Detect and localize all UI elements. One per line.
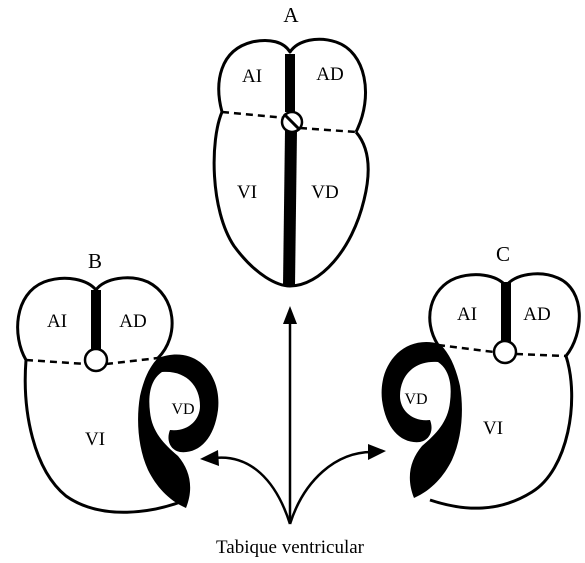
- heart-b-left-ventricle-label: VI: [85, 429, 105, 450]
- heart-c-letter: C: [496, 242, 510, 266]
- heart-c-ventricular-septum: [382, 342, 462, 498]
- heart-a-right-ventricle-label: VD: [311, 182, 338, 203]
- heart-b-letter: B: [88, 249, 102, 273]
- septum-arrows: [200, 306, 386, 524]
- heart-a: A AI AD VI VD: [214, 3, 368, 286]
- heart-b-septal-ring: [85, 349, 107, 371]
- heart-c-right-ventricle-label: VD: [404, 391, 427, 408]
- arrowhead-c: [368, 444, 386, 460]
- heart-b-ventricular-septum: [138, 354, 218, 508]
- heart-c-left-atrium-label: AI: [457, 304, 477, 325]
- heart-b-right-ventricle-label: VD: [171, 401, 194, 418]
- heart-b-left-atrium-label: AI: [47, 311, 67, 332]
- arrow-to-heart-b: [214, 458, 290, 524]
- arrow-to-heart-c: [290, 452, 372, 524]
- heart-a-left-ventricle-label: VI: [237, 182, 257, 203]
- heart-c-right-atrium-label: AD: [523, 304, 550, 325]
- heart-c-septal-ring: [494, 341, 516, 363]
- heart-c-left-ventricle-label: VI: [483, 418, 503, 439]
- caption: Tabique ventricular: [216, 537, 365, 558]
- heart-a-right-atrium-label: AD: [316, 64, 343, 85]
- arrowhead-b: [200, 450, 219, 466]
- heart-b-right-atrium-label: AD: [119, 311, 146, 332]
- arrowhead-a: [283, 306, 297, 324]
- heart-a-left-atrium-label: AI: [242, 66, 262, 87]
- heart-a-letter: A: [283, 3, 299, 27]
- heart-a-ventricular-septum: [289, 130, 291, 286]
- heart-c: C AI AD VI VD: [382, 242, 580, 508]
- heart-b: B AI AD VI VD: [18, 249, 219, 512]
